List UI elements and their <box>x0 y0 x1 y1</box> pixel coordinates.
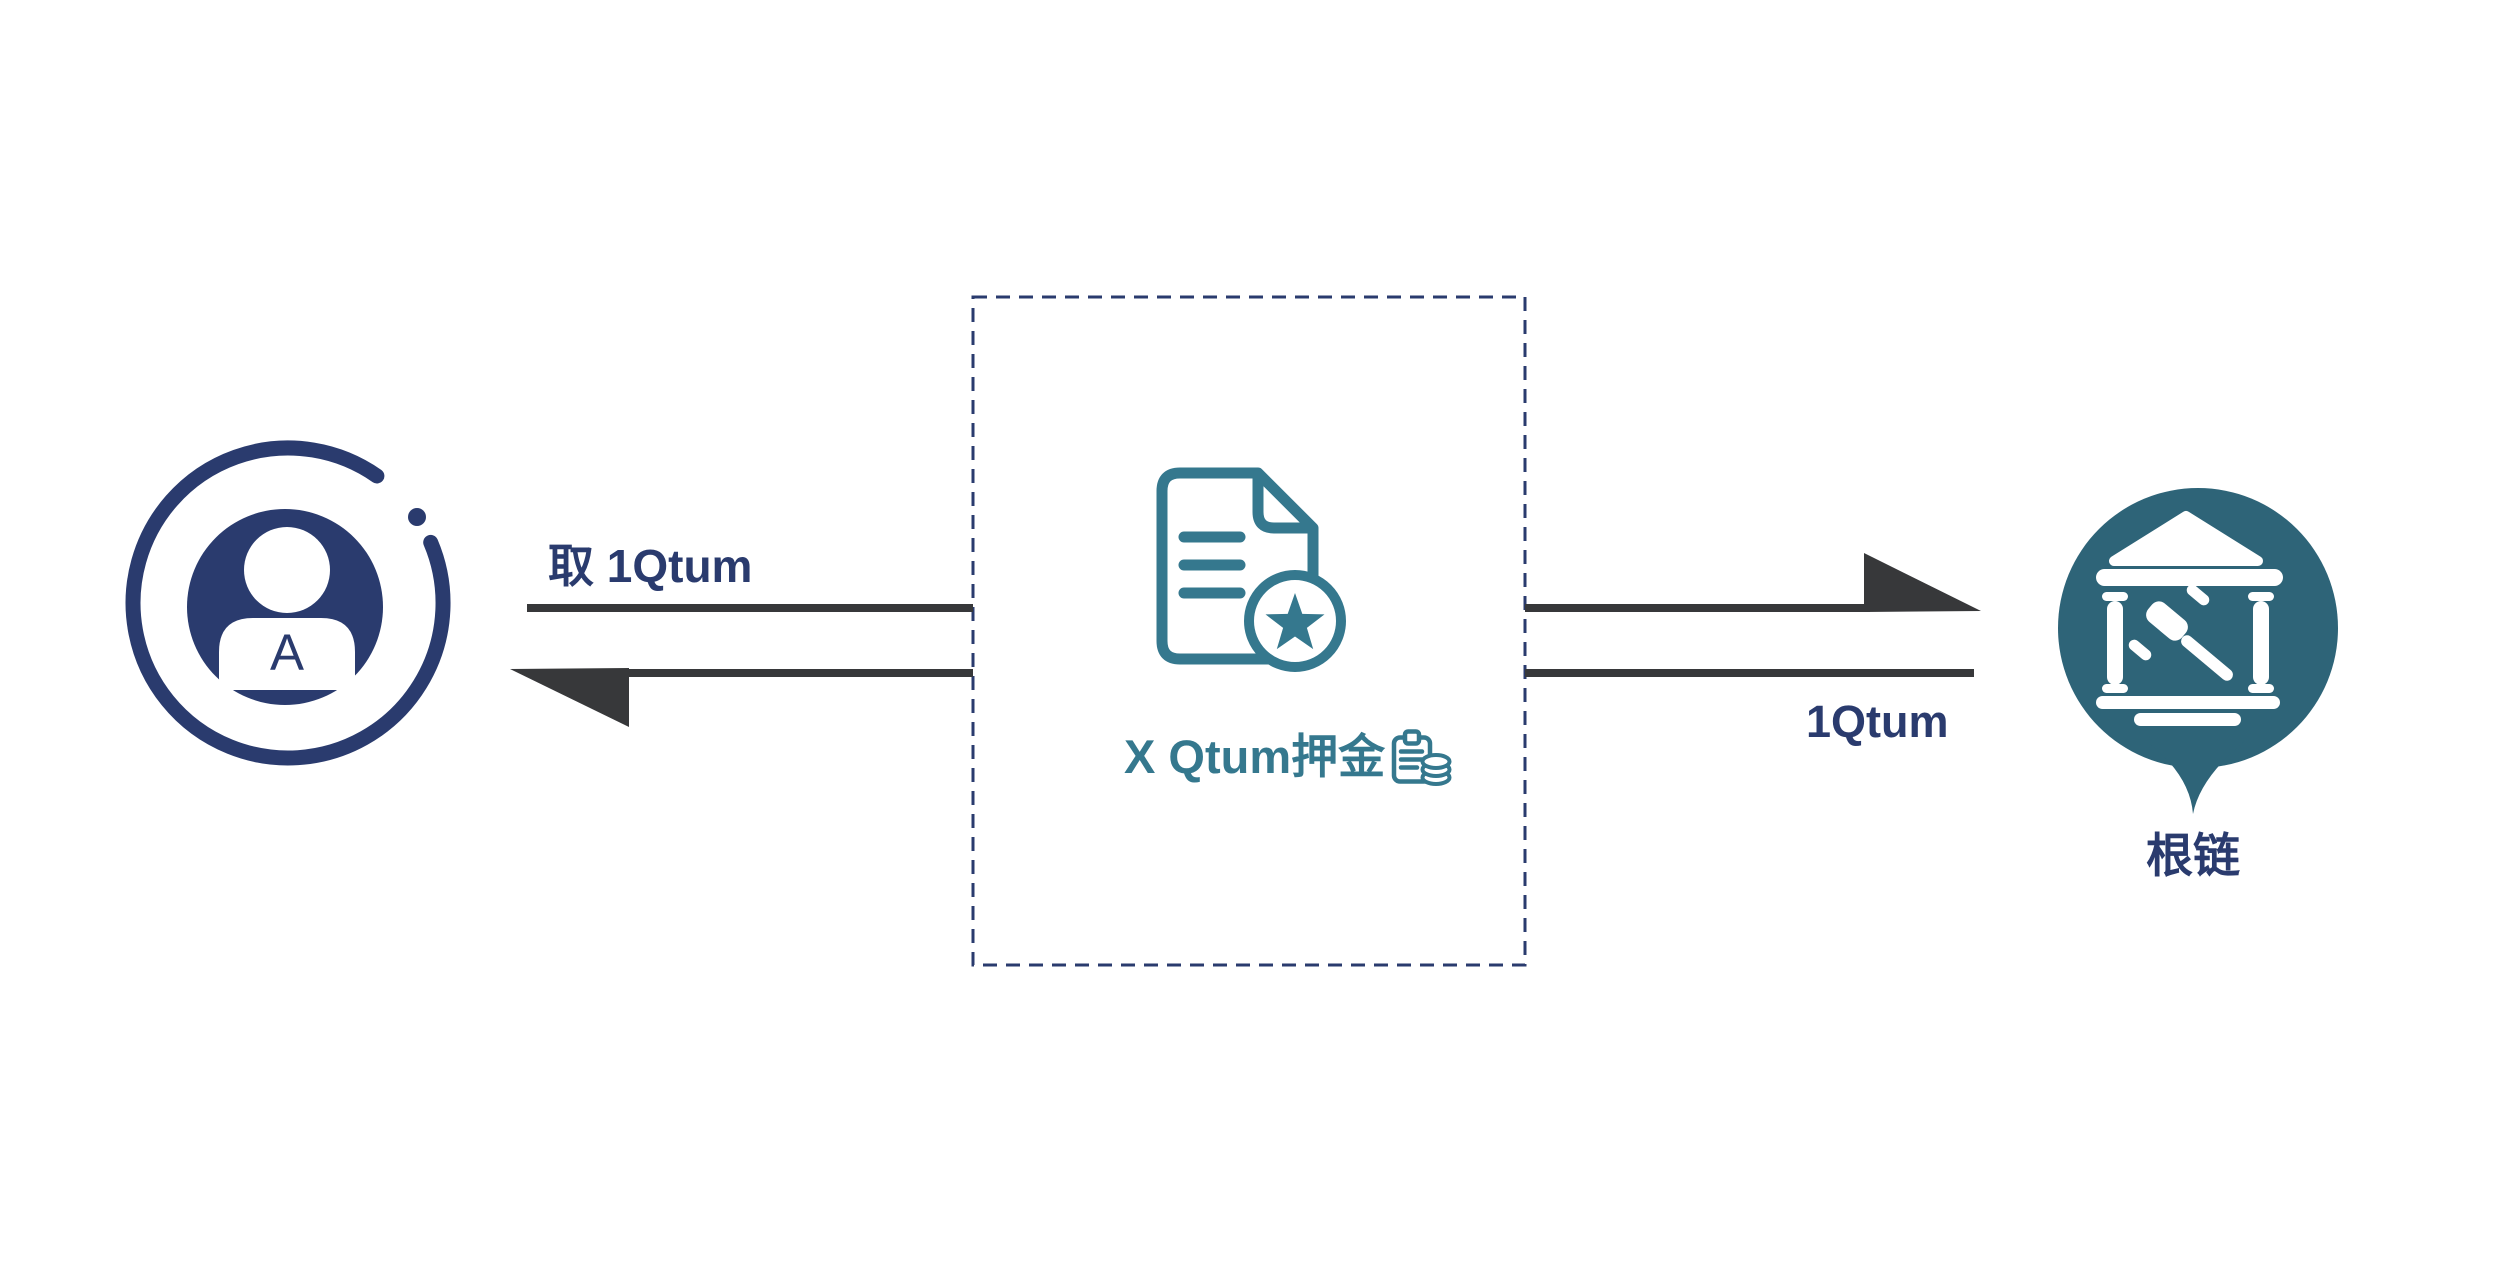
document-text-lines <box>1178 531 1246 599</box>
star-icon <box>1265 593 1325 650</box>
top-flow-line-left <box>527 604 973 612</box>
avatar-body <box>219 618 355 690</box>
bottom-flow-line-right <box>1525 669 1974 677</box>
top-flow-line-right <box>1525 604 1870 612</box>
flow-arrows <box>510 553 1981 727</box>
bottom-flow-label: 1Qtum <box>1806 696 1949 747</box>
bottom-flow-line-left <box>627 669 973 677</box>
actor-a-label: A <box>269 624 305 681</box>
avatar-orbit-dot <box>408 508 426 526</box>
contract-dashed-box <box>971 295 1527 967</box>
root-chain-icon <box>2058 488 2338 814</box>
courthouse-icon <box>2096 511 2283 726</box>
root-chain-bubble-tail <box>2150 742 2244 814</box>
avatar-head <box>244 527 330 613</box>
avatar-orbit-arc <box>125 440 451 766</box>
top-flow-label: 取 1Qtum <box>548 540 753 592</box>
contract-deposit-label: X Qtum押金 <box>1124 720 1452 786</box>
contract-deposit-text: X Qtum押金 <box>1124 730 1386 783</box>
user-a-avatar-icon <box>125 440 451 766</box>
root-chain-label: 根链 <box>2146 829 2240 882</box>
top-flow-arrowhead-right <box>1864 553 1981 612</box>
clipboard-coins-icon <box>1391 729 1452 786</box>
bottom-flow-arrowhead-left <box>510 668 629 727</box>
document-fold <box>1252 469 1317 534</box>
contract-document-icon <box>1156 467 1346 672</box>
gavel-icon <box>2128 584 2233 681</box>
